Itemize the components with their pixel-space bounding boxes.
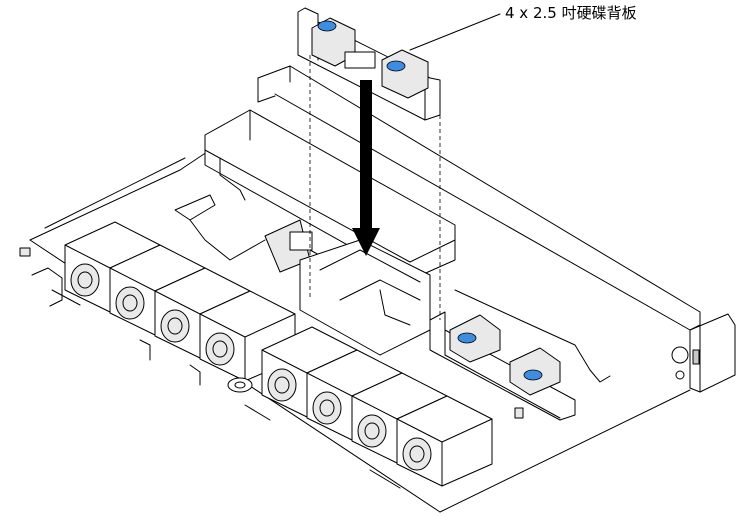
fan-row-lower [261,326,493,487]
server-chassis [29,65,736,513]
fan-row-upper [64,221,296,382]
front-connectors [19,247,524,489]
callout-leader-line [409,13,501,51]
callout-label: 4 x 2.5 吋硬碟背板 [505,4,637,22]
installed-backplane [429,289,611,421]
down-arrow-icon [352,80,380,256]
fan-module [396,395,493,487]
drive-cage [174,109,456,289]
